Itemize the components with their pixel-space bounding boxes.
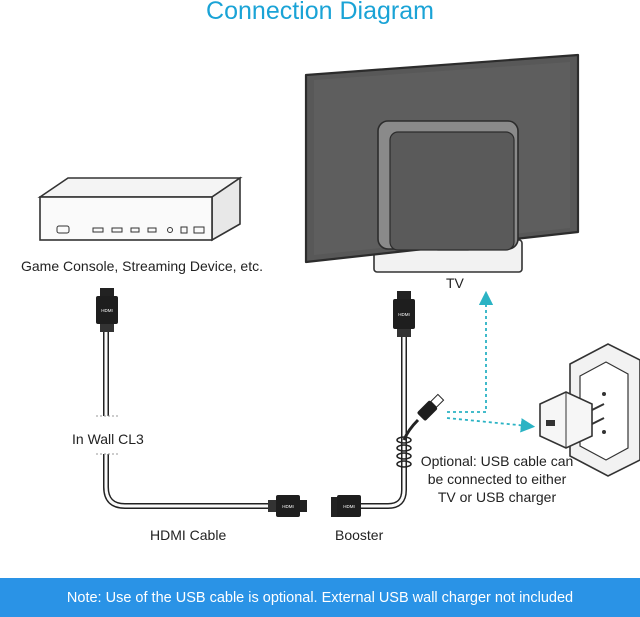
optional-usb-note: Optional: USB cable can be connected to … (418, 452, 576, 506)
hdmi-connector-text: HDMI (343, 504, 355, 509)
console-label: Game Console, Streaming Device, etc. (21, 258, 263, 274)
hdmi-connector-text: HDMI (398, 312, 410, 317)
optional-usb-note-line: Optional: USB cable can (420, 453, 574, 469)
usb-wall-charger-icon (539, 391, 605, 449)
footer-note: Note: Use of the USB cable is optional. … (66, 590, 574, 606)
usb-connector-icon (417, 393, 445, 421)
hdmi-cable-label: HDMI Cable (150, 527, 227, 543)
diagram-canvas: HDMI HDMI HDMI (37, 53, 640, 517)
wall-outlet-icon (569, 343, 640, 477)
game-console-icon (37, 176, 243, 242)
hdmi-connector-text: HDMI (101, 308, 113, 313)
hdmi-booster-socket-icon: HDMI (331, 495, 361, 517)
hdmi-connector-icon: HDMI (96, 288, 118, 332)
footer-banner (0, 578, 640, 617)
hdmi-cable-in-wall (96, 330, 283, 509)
diagram-title: Connection Diagram (206, 0, 434, 25)
booster-label: Booster (335, 527, 384, 543)
in-wall-label: In Wall CL3 (70, 431, 146, 447)
hdmi-connector-icon: HDMI (393, 291, 415, 337)
tv-label: TV (446, 275, 464, 291)
optional-usb-note-line: be connected to either (427, 471, 567, 487)
tv-icon (304, 53, 580, 273)
usb-optional-arrows (446, 290, 536, 433)
hdmi-connector-text: HDMI (282, 504, 294, 509)
optional-usb-note-line: TV or USB charger (437, 489, 557, 505)
hdmi-connector-icon: HDMI (268, 495, 307, 517)
booster-cable (361, 335, 420, 509)
